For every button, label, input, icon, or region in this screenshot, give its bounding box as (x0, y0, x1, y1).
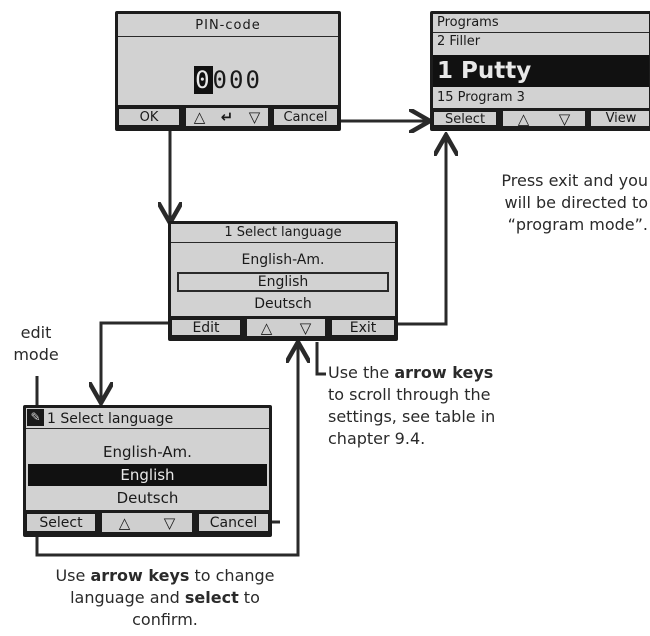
language-title: 1 Select language (171, 224, 395, 243)
scroll-note-bold: arrow keys (394, 363, 494, 382)
change-note-bold: arrow keys (90, 566, 190, 585)
pin-digits-rest: 000 (212, 66, 262, 94)
ok-button[interactable]: OK (118, 108, 180, 126)
exit-button[interactable]: Exit (331, 319, 395, 336)
down-triangle-icon[interactable]: ▽ (299, 318, 312, 337)
exit-note-line-3: “program mode”. (507, 215, 648, 234)
edit-mode-label: edit mode (4, 322, 68, 366)
change-note-text: language and (70, 588, 185, 607)
change-note-text: to (238, 588, 260, 607)
scroll-note-text: Use the (328, 363, 395, 382)
select-button[interactable]: Select (433, 111, 497, 127)
up-triangle-icon[interactable]: △ (260, 318, 273, 337)
pin-code-screen: PIN-code 0000 OK △ ↵ ▽ Cancel (115, 11, 341, 131)
edit-button[interactable]: Edit (171, 319, 241, 336)
language-option-deutsch[interactable]: Deutsch (254, 296, 312, 312)
up-triangle-icon[interactable]: △ (118, 513, 131, 532)
scroll-note-line-2: to scroll through the (328, 385, 491, 404)
program-item-filler[interactable]: 2 Filler (437, 34, 481, 49)
cancel-button[interactable]: Cancel (198, 513, 269, 532)
language-option-english-am[interactable]: English-Am. (241, 252, 325, 268)
change-note-text: to change (189, 566, 275, 585)
down-triangle-icon[interactable]: ▽ (163, 513, 176, 532)
select-button[interactable]: Select (26, 513, 96, 532)
select-language-screen: 1 Select language English-Am. English De… (168, 221, 398, 341)
arrow-exit-to-programs (398, 138, 446, 326)
edit-option-english[interactable]: English (28, 464, 267, 486)
pin-nav-keys[interactable]: △ ↵ ▽ (186, 108, 268, 126)
arrow-edit-to-editmode (101, 321, 168, 400)
edit-mode-line-2: mode (13, 345, 59, 364)
programs-nav-keys[interactable]: △ ▽ (503, 109, 585, 128)
language-lcd: 1 Select language English-Am. English De… (171, 224, 395, 338)
change-note-line-1: Use arrow keys to change (20, 565, 310, 587)
edit-title: 1 Select language (47, 411, 174, 427)
programs-softkey-bar: Select △ ▽ View (433, 108, 649, 128)
pin-value[interactable]: 0000 (118, 66, 338, 94)
cancel-button[interactable]: Cancel (273, 108, 338, 126)
pin-softkey-bar: OK △ ↵ ▽ Cancel (118, 105, 338, 128)
exit-note-line-1: Press exit and you (501, 171, 648, 190)
scroll-note-pointer (315, 342, 326, 376)
pencil-icon: ✎ (27, 409, 44, 426)
pin-title: PIN-code (118, 16, 338, 37)
scroll-note-line-1: Use the arrow keys (328, 362, 588, 384)
change-note-line-3: confirm. (132, 610, 198, 629)
view-button[interactable]: View (591, 111, 649, 126)
change-note-line-2: language and select to (20, 587, 310, 609)
programs-screen: Programs 2 Filler 1 Putty 15 Program 3 S… (430, 11, 650, 131)
edit-title-row: ✎1 Select language (26, 408, 269, 429)
edit-option-deutsch[interactable]: Deutsch (116, 489, 179, 507)
change-note-bold: select (184, 588, 239, 607)
scroll-note-line-3: settings, see table in (328, 407, 496, 426)
programs-title: Programs (433, 14, 649, 33)
down-triangle-icon[interactable]: ▽ (248, 108, 261, 126)
scroll-note: Use the arrow keys to scroll through the… (328, 362, 588, 450)
change-note: Use arrow keys to change language and se… (20, 565, 310, 631)
edit-option-english-am[interactable]: English-Am. (103, 443, 192, 461)
edit-mode-line-1: edit (20, 323, 52, 342)
exit-note-line-2: will be directed to (504, 193, 648, 212)
language-option-english[interactable]: English (177, 272, 389, 292)
change-note-text: Use (55, 566, 91, 585)
arrow-select-loop (35, 345, 298, 557)
pin-digit-active[interactable]: 0 (194, 66, 213, 94)
down-triangle-icon[interactable]: ▽ (558, 109, 571, 128)
program-item-selected[interactable]: 1 Putty (433, 55, 649, 87)
edit-mode-screen: ✎1 Select language English-Am. English D… (23, 405, 272, 537)
scroll-note-line-4: chapter 9.4. (328, 429, 426, 448)
pin-lcd: PIN-code 0000 OK △ ↵ ▽ Cancel (118, 14, 338, 128)
enter-arrow-icon[interactable]: ↵ (220, 108, 234, 126)
up-triangle-icon[interactable]: △ (193, 108, 206, 126)
language-nav-keys[interactable]: △ ▽ (247, 318, 325, 337)
edit-nav-keys[interactable]: △ ▽ (102, 513, 192, 532)
edit-softkey-bar: Select △ ▽ Cancel (26, 510, 269, 534)
program-item-3[interactable]: 15 Program 3 (437, 90, 525, 105)
programs-lcd: Programs 2 Filler 1 Putty 15 Program 3 S… (433, 14, 649, 128)
up-triangle-icon[interactable]: △ (517, 109, 530, 128)
exit-note: Press exit and you will be directed to “… (462, 170, 648, 236)
edit-lcd: ✎1 Select language English-Am. English D… (26, 408, 269, 534)
language-softkey-bar: Edit △ ▽ Exit (171, 316, 395, 338)
